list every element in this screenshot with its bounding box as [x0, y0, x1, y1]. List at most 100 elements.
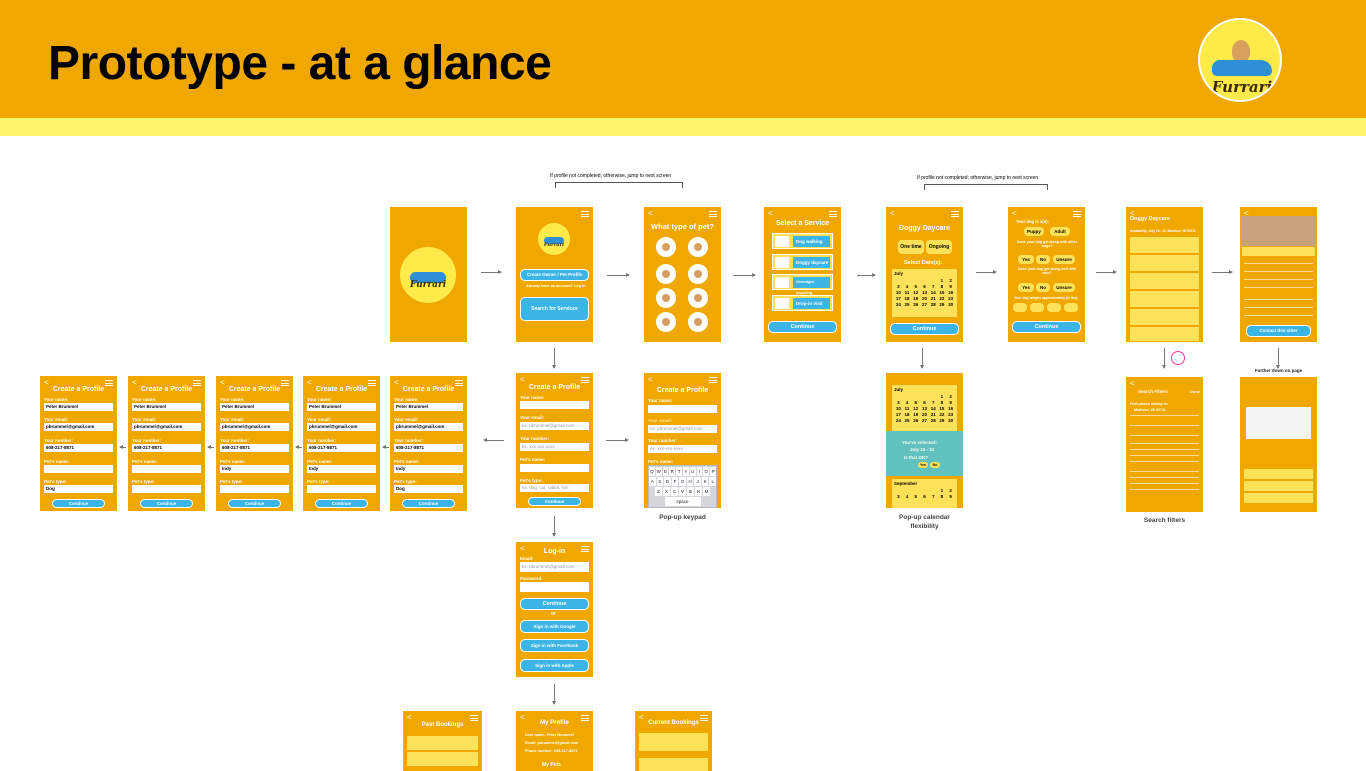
number-input[interactable]: ex. xxx-xxx-xxxx: [648, 445, 717, 453]
calendar-day[interactable]: [894, 394, 903, 399]
back-icon[interactable]: <: [648, 209, 653, 218]
back-icon[interactable]: <: [639, 713, 644, 722]
calendar-day[interactable]: 3: [897, 494, 900, 499]
menu-icon[interactable]: [368, 380, 376, 386]
result-row[interactable]: [1130, 273, 1199, 289]
filter-icon[interactable]: [1171, 351, 1185, 365]
calendar-day[interactable]: [903, 278, 912, 283]
calendar-day[interactable]: 26: [913, 302, 919, 307]
calendar-day[interactable]: 16: [948, 290, 954, 295]
calendar-day[interactable]: 27: [921, 302, 927, 307]
key[interactable]: E: [662, 467, 669, 476]
key[interactable]: C: [671, 487, 678, 496]
calendar-day[interactable]: 20: [921, 412, 927, 417]
key[interactable]: J: [694, 477, 701, 486]
key[interactable]: S: [656, 477, 664, 486]
calendar-day[interactable]: 17: [895, 412, 901, 417]
service-dog-walking[interactable]: Dog walking: [772, 233, 833, 249]
menu-icon[interactable]: [709, 377, 717, 383]
result-row[interactable]: [1130, 327, 1199, 341]
calendar-day[interactable]: 3: [897, 284, 900, 289]
number-input[interactable]: 608-217-8871: [132, 444, 201, 452]
back-icon[interactable]: <: [220, 378, 225, 387]
calendar-day[interactable]: [894, 278, 903, 283]
calendar-day[interactable]: 4: [905, 400, 909, 405]
calendar-day[interactable]: 21: [930, 412, 936, 417]
key[interactable]: K: [701, 477, 709, 486]
name-input[interactable]: Peter Brummel: [307, 403, 376, 411]
key[interactable]: Q: [649, 467, 655, 476]
calendar-day[interactable]: 19: [913, 296, 919, 301]
puppy-option[interactable]: Puppy: [1024, 227, 1044, 236]
name-input[interactable]: [648, 405, 717, 413]
calendar-day[interactable]: [920, 278, 929, 283]
email-input[interactable]: pbrummel@gmail.com: [220, 423, 289, 431]
calendar-day[interactable]: 1: [940, 394, 944, 399]
calendar-day[interactable]: 1: [940, 488, 944, 493]
result-row[interactable]: [1130, 291, 1199, 307]
calendar-day[interactable]: 26: [913, 418, 919, 423]
back-icon[interactable]: <: [307, 378, 312, 387]
key[interactable]: D: [664, 477, 671, 486]
back-icon[interactable]: <: [44, 378, 49, 387]
name-input[interactable]: Peter Brummel: [394, 403, 463, 411]
calendar-day[interactable]: 15: [939, 290, 945, 295]
calendar-day[interactable]: [894, 488, 903, 493]
number-input[interactable]: 608-217-8871: [44, 444, 113, 452]
login-password-input[interactable]: [520, 582, 589, 592]
calendar-day[interactable]: 25: [904, 302, 910, 307]
calendar-day[interactable]: 14: [930, 406, 936, 411]
email-input[interactable]: ex. pbrummel@gmail.com: [648, 425, 717, 433]
calendar-day[interactable]: 7: [931, 284, 935, 289]
calendar-day[interactable]: 16: [948, 406, 954, 411]
email-input[interactable]: pbrummel@gmail.com: [44, 423, 113, 431]
calendar-day[interactable]: 13: [921, 290, 927, 295]
key[interactable]: X: [663, 487, 670, 496]
calendar-day[interactable]: 13: [921, 406, 927, 411]
calendar-day[interactable]: 18: [904, 412, 910, 417]
calendar-day[interactable]: [903, 488, 912, 493]
create-profile-continue-button[interactable]: Continue: [228, 499, 281, 508]
calendar-day[interactable]: 27: [921, 418, 927, 423]
google-signin-button[interactable]: Sign in with Google: [520, 620, 589, 633]
back-icon[interactable]: <: [520, 375, 525, 384]
calendar-day[interactable]: 2: [949, 278, 952, 283]
key[interactable]: B: [687, 487, 694, 496]
back-icon[interactable]: <: [1130, 209, 1135, 218]
calendar-day[interactable]: 15: [939, 406, 945, 411]
menu-icon[interactable]: [193, 380, 201, 386]
apple-signin-button[interactable]: Sign in with Apple: [520, 659, 589, 672]
email-input[interactable]: ex. pbrummel@gmail.com: [520, 422, 589, 430]
one-time-option[interactable]: One time: [898, 240, 924, 254]
booking-row[interactable]: [639, 758, 708, 771]
cats-unsure-option[interactable]: Unsure: [1053, 283, 1075, 292]
dogs-yes-option[interactable]: Yes: [1018, 255, 1034, 264]
key[interactable]: L: [709, 477, 717, 486]
key[interactable]: Y: [683, 467, 689, 476]
confirm-yes-button[interactable]: Yes: [918, 462, 928, 468]
dogs-no-option[interactable]: No: [1036, 255, 1050, 264]
search-services-button[interactable]: Search for Services: [520, 297, 589, 321]
email-input[interactable]: pbrummel@gmail.com: [132, 423, 201, 431]
pet-type-input[interactable]: Dog: [394, 485, 463, 493]
menu-icon[interactable]: [951, 211, 959, 217]
filters-done-button[interactable]: Done: [1190, 389, 1200, 394]
create-profile-continue-button[interactable]: Continue: [140, 499, 193, 508]
sitter-tabs[interactable]: [1242, 247, 1315, 256]
number-input[interactable]: 608-217-8871: [394, 444, 463, 452]
calendar-day[interactable]: 12: [913, 290, 919, 295]
calendar-day[interactable]: 23: [948, 412, 954, 417]
calendar-day[interactable]: 5: [914, 400, 918, 405]
name-input[interactable]: Peter Brummel: [220, 403, 289, 411]
calendar-day[interactable]: 30: [948, 302, 954, 307]
create-profile-continue-button[interactable]: Continue: [52, 499, 105, 508]
key[interactable]: F: [671, 477, 679, 486]
confirm-no-button[interactable]: No: [930, 462, 940, 468]
create-profile-continue-button[interactable]: Continue: [402, 499, 455, 508]
weight-option-1[interactable]: [1013, 303, 1027, 312]
weight-option-2[interactable]: [1030, 303, 1044, 312]
space-key[interactable]: space: [664, 497, 701, 506]
key[interactable]: R: [669, 467, 676, 476]
